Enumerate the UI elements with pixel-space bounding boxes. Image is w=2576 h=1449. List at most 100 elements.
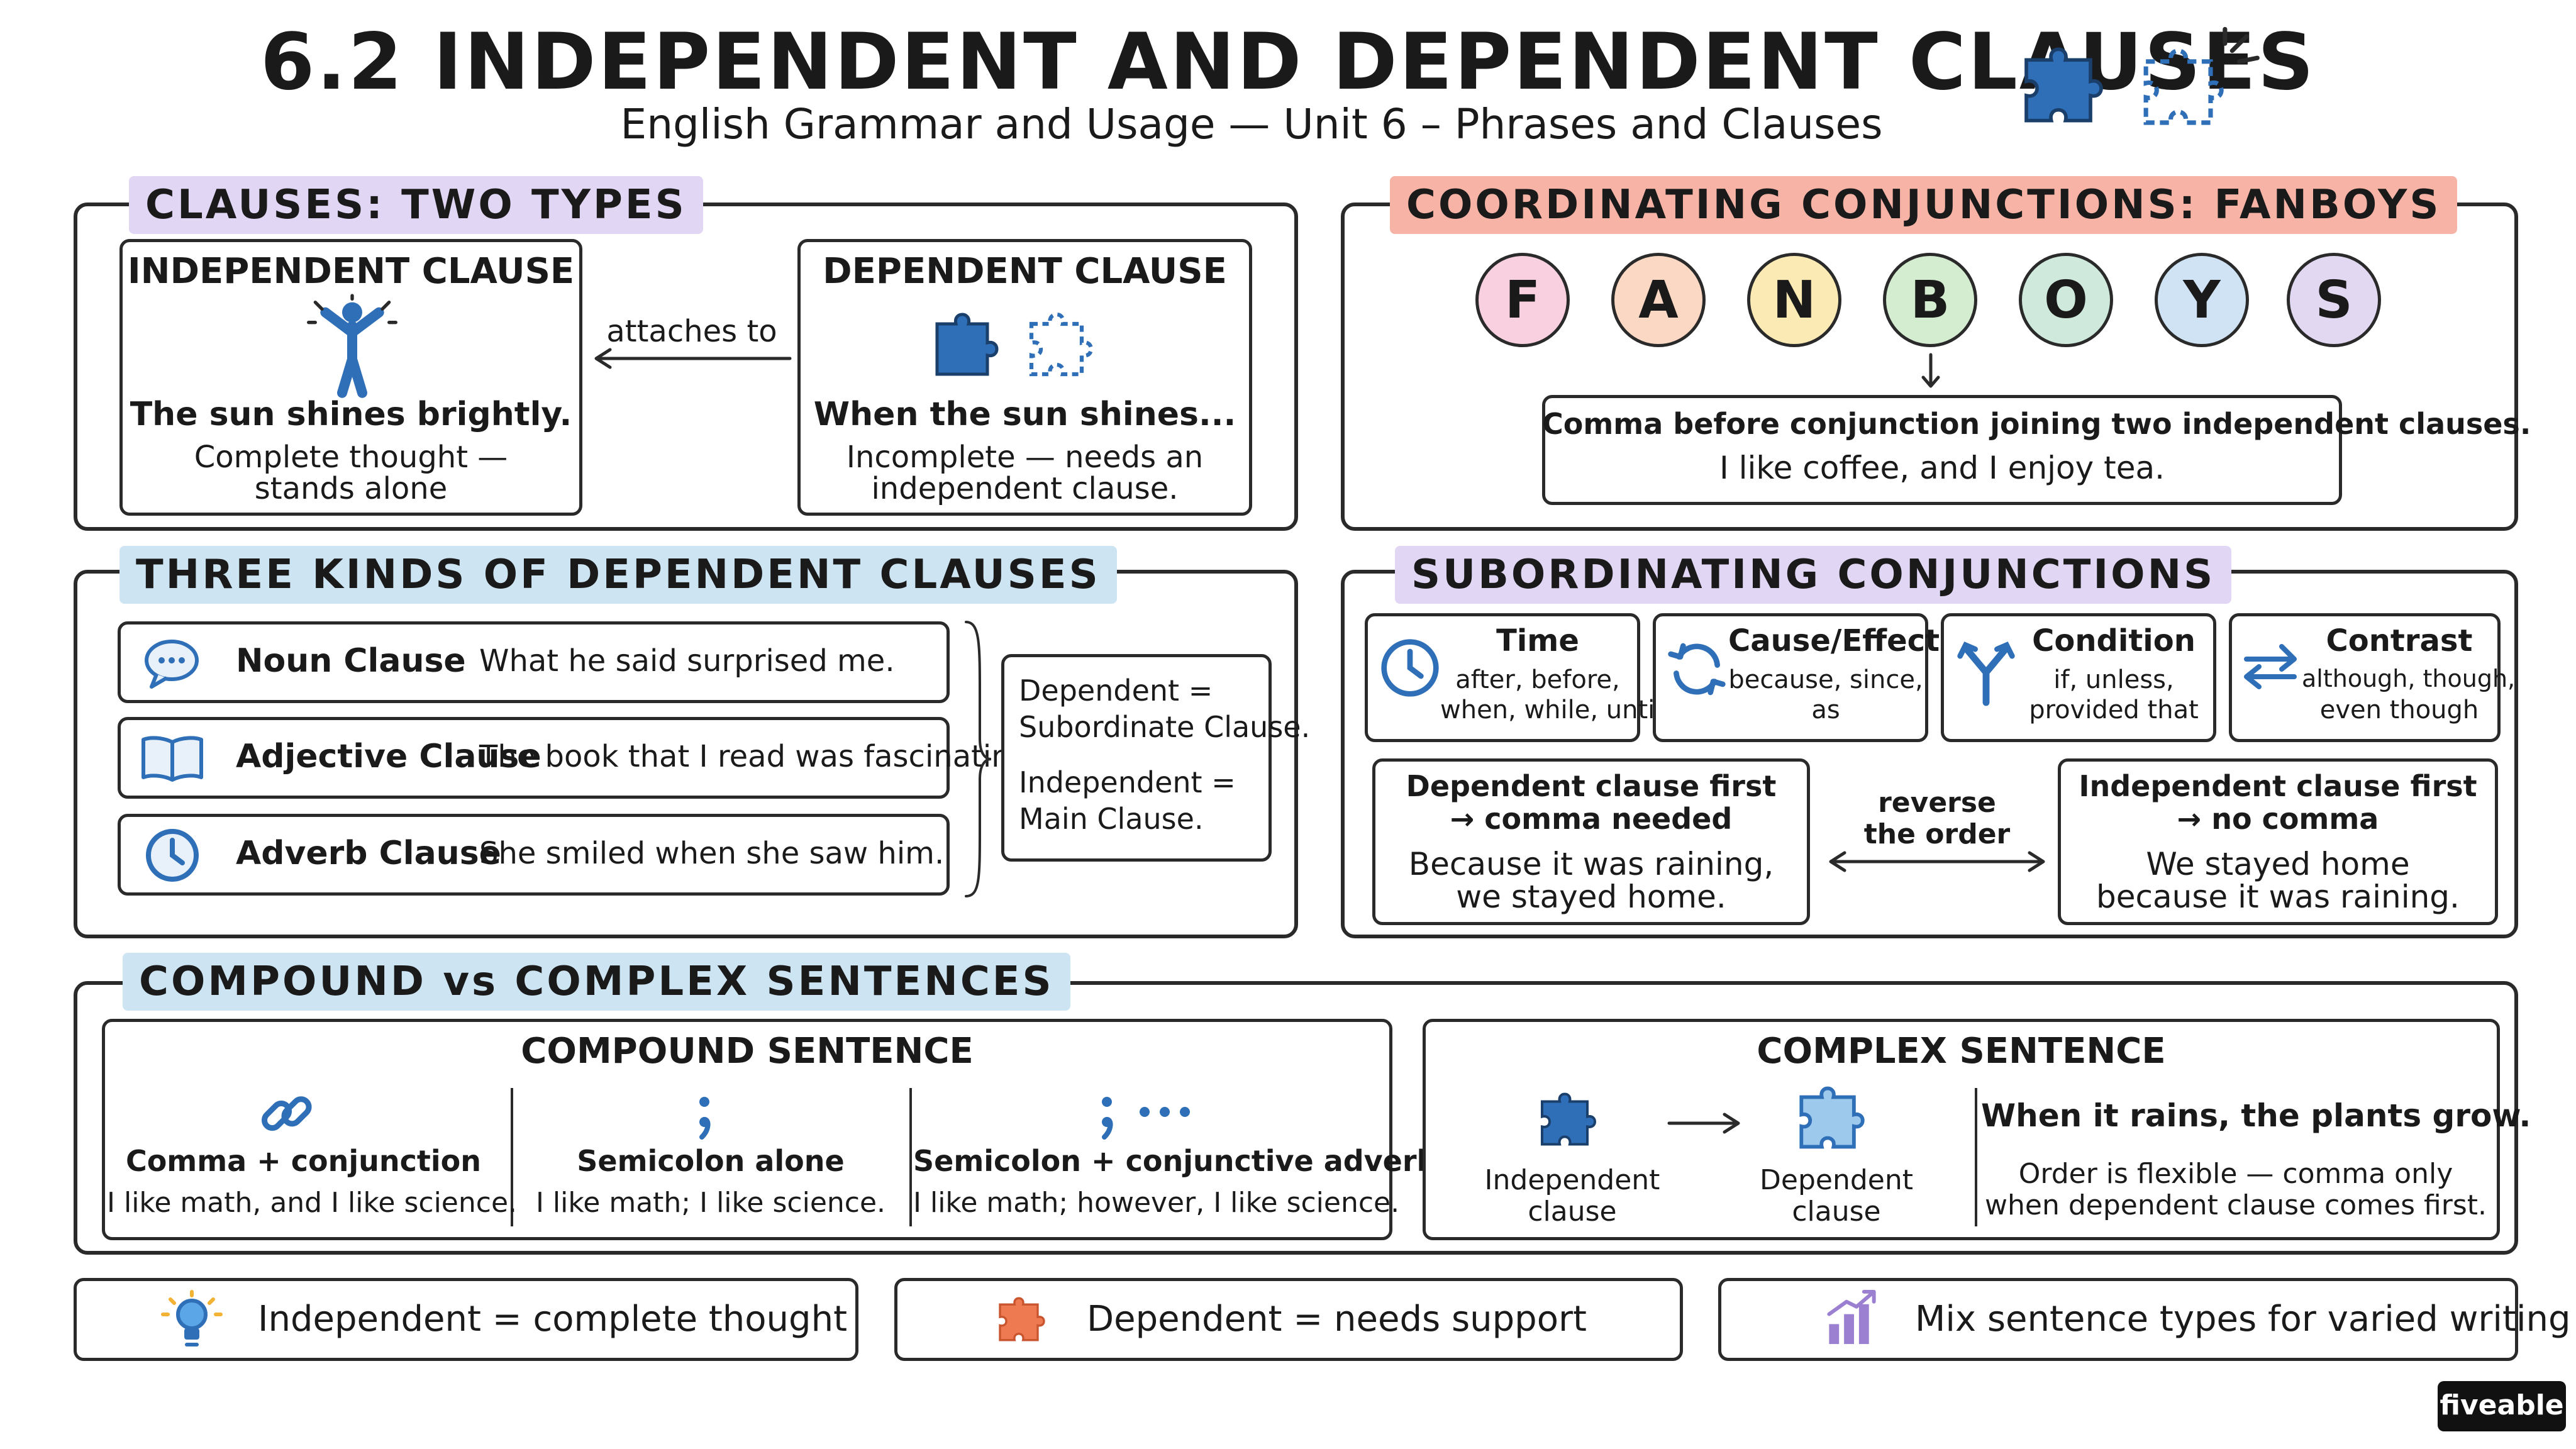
complex-dependent-label-2: clause [1792,1196,1881,1228]
speech-bubble-icon [145,640,199,689]
brace-icon [965,621,992,897]
condition-category-line1: if, unless, [2053,665,2174,694]
independent-clause-desc-2: stands alone [254,471,448,506]
compound-divider [909,1088,912,1226]
adjective-clause-example: The book that I read was fascinating. [479,739,1040,774]
condition-category-title: Condition [2032,623,2196,658]
semicolon-ellipsis-icon [1102,1097,1190,1140]
condition-category-line2: provided that [2029,696,2199,724]
fanboys-letter-f: F [1475,253,1570,347]
independent-first-box [2058,758,2498,925]
puzzle-solid-icon [1541,1092,1596,1146]
fanboys-letter-y: Y [2155,253,2249,347]
fanboys-letter-n: N [1747,253,1841,347]
arrow-right-icon [1667,1113,1740,1134]
reverse-label-1: reverse [1878,787,1996,819]
dependent-first-example-2: we stayed home. [1456,879,1726,915]
clock-icon [1381,639,1439,697]
clauses-two-types-heading: CLAUSES: TWO TYPES [129,176,703,234]
dependent-clause-desc-2: independent clause. [871,471,1179,506]
arrow-down-icon [1921,353,1940,388]
standing-person-icon [307,294,397,398]
swap-arrows-icon [2244,644,2297,689]
contrast-category-title: Contrast [2326,623,2473,658]
complex-sentence-card [1423,1019,2500,1240]
puzzle-outline-icon [2143,26,2260,125]
complex-independent-label-2: clause [1528,1196,1617,1228]
dependent-clause-example: When the sun shines... [813,396,1236,433]
compound-sentence-title: COMPOUND SENTENCE [521,1031,974,1072]
independent-clause-example: The sun shines brightly. [130,396,572,433]
definition-note-box [1001,654,1272,862]
subordinating-heading: SUBORDINATING CONJUNCTIONS [1395,546,2232,604]
puzzle-light-icon [1799,1086,1865,1149]
cause-effect-category-card [1653,613,1928,742]
dependent-clause-card [797,239,1252,516]
fiveable-logo: fiveable [2438,1381,2566,1431]
fanboys-rule-text: Comma before conjunction joining two ind… [1542,407,2531,441]
independent-clause-title: INDEPENDENT CLAUSE [127,251,575,292]
clock-icon [146,829,199,882]
adverb-clause-row [118,814,950,896]
attaches-to-label: attaches to [606,314,777,349]
noun-clause-label: Noun Clause [236,642,466,680]
puzzle-piece-icon [999,1297,1045,1341]
dependent-first-title-1: Dependent clause first [1406,769,1777,803]
semicolon-adverb-example: I like math; however, I like science. [913,1187,1400,1219]
footer-mix-text: Mix sentence types for varied writing [1915,1299,2571,1340]
complex-dependent-label-1: Dependent [1760,1164,1913,1196]
fanboys-letter-a: A [1611,253,1706,347]
independent-first-title-2: → no comma [2177,802,2379,836]
complex-note-2: when dependent clause comes first. [1985,1189,2487,1221]
arrow-left-icon [594,348,792,369]
time-category-line2: when, while, until [1440,696,1662,724]
independent-first-example-2: because it was raining. [2096,879,2460,915]
semicolon-alone-label: Semicolon alone [577,1144,845,1178]
dependent-first-example-1: Because it was raining, [1408,846,1774,882]
semicolon-alone-example: I like math; I like science. [535,1187,886,1219]
link-chain-icon [262,1096,312,1131]
complex-independent-label-1: Independent [1484,1164,1660,1196]
dependent-clause-desc-1: Incomplete — needs an [846,440,1204,475]
comma-conjunction-label: Comma + conjunction [125,1144,482,1178]
fork-icon [1957,641,2015,706]
contrast-category-line2: even though [2319,696,2479,724]
note-main-label: Main Clause. [1019,802,1204,836]
note-dependent-label: Dependent = [1019,674,1213,708]
time-category-line1: after, before, [1455,665,1620,694]
time-category-card [1365,613,1640,742]
reverse-label-2: the order [1863,818,2011,850]
complex-divider [1975,1088,1977,1226]
complex-sentence-title: COMPLEX SENTENCE [1757,1031,2166,1072]
independent-clause-desc-1: Complete thought — [194,440,508,475]
compound-sentence-card [102,1019,1392,1240]
cause-effect-category-line2: as [1811,696,1840,724]
fanboys-rule-box [1542,395,2342,505]
complex-example: When it rains, the plants grow. [1981,1097,2531,1134]
dependent-clause-title: DEPENDENT CLAUSE [823,251,1227,292]
adverb-clause-label: Adverb Clause [236,835,501,872]
page-title: 6.2 INDEPENDENT AND DEPENDENT CLAUSES [260,17,2316,108]
puzzle-solid-icon [2024,47,2103,123]
semicolon-icon [699,1097,711,1140]
fanboys-letter-s: S [2287,253,2381,347]
adverb-clause-example: She smiled when she saw him. [479,836,945,871]
adjective-clause-label: Adjective Clause [236,738,541,775]
fiveable-logo-text: fiveable [2440,1389,2564,1421]
page-subtitle: English Grammar and Usage — Unit 6 – Phr… [620,100,1883,148]
footer-dependent-text: Dependent = needs support [1087,1299,1587,1340]
bar-chart-icon [1827,1289,1876,1345]
contrast-category-line1: although, though, [2302,665,2516,692]
three-kinds-heading: THREE KINDS OF DEPENDENT CLAUSES [119,546,1117,604]
lightbulb-icon [161,1290,223,1346]
compound-divider [511,1088,513,1226]
fanboys-letter-b: B [1883,253,1977,347]
dependent-first-title-2: → comma needed [1450,802,1733,836]
double-arrow-icon [1829,851,2045,872]
puzzle-pair-icon [935,313,1093,377]
comma-conjunction-example: I like math, and I like science. [107,1187,518,1219]
cause-effect-category-line1: because, since, [1728,665,1923,694]
compound-complex-heading: COMPOUND vs COMPLEX SENTENCES [123,953,1070,1011]
time-category-title: Time [1496,623,1579,658]
